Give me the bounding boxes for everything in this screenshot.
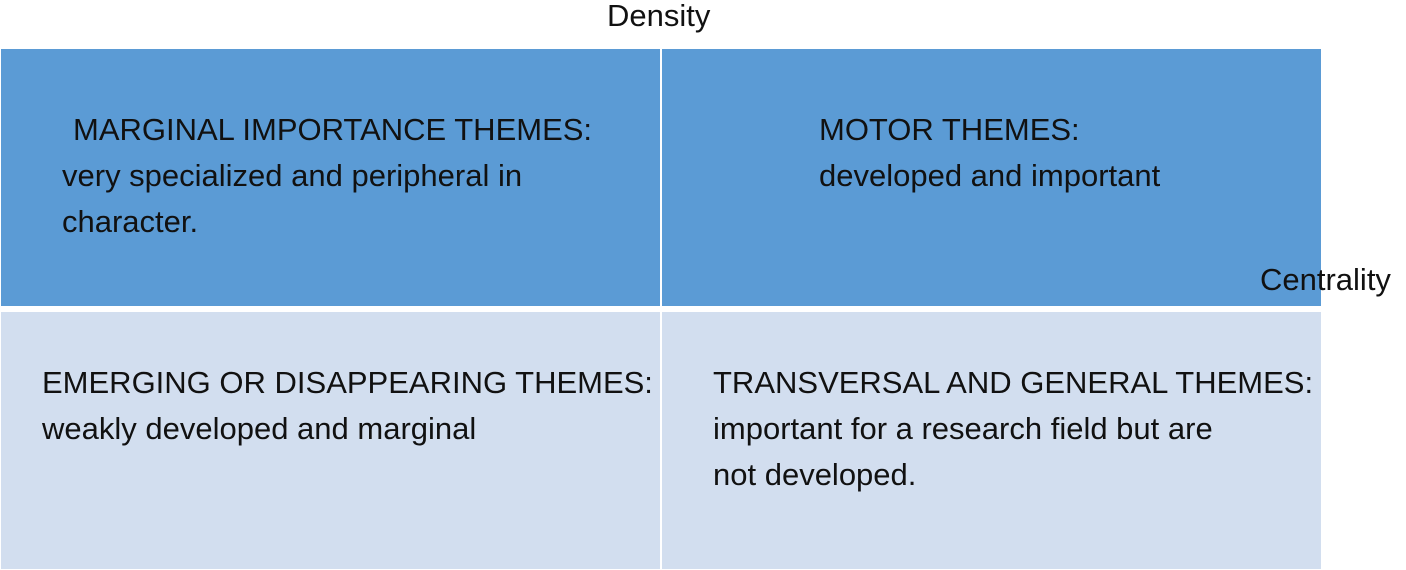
x-axis-label: Centrality xyxy=(1260,262,1391,297)
quadrant-marginal-importance: MARGINAL IMPORTANCE THEMES: very special… xyxy=(1,49,660,306)
quadrant-title: TRANSVERSAL AND GENERAL THEMES: xyxy=(713,365,1314,400)
y-axis-label: Density xyxy=(607,0,711,33)
quadrant-transversal-general: TRANSVERSAL AND GENERAL THEMES: importan… xyxy=(662,312,1321,569)
quadrant-emerging-disappearing: EMERGING OR DISAPPEARING THEMES: weakly … xyxy=(1,312,660,569)
quadrant-motor-themes: MOTOR THEMES: developed and important xyxy=(662,49,1321,306)
quadrant-description-line: important for a research field but are xyxy=(713,411,1213,446)
quadrant-description-line: weakly developed and marginal xyxy=(42,411,477,446)
quadrant-title: MARGINAL IMPORTANCE THEMES: xyxy=(73,112,593,147)
quadrant-title: EMERGING OR DISAPPEARING THEMES: xyxy=(42,365,653,400)
quadrant-description-line: developed and important xyxy=(819,158,1161,193)
quadrant-text: MOTOR THEMES: developed and important xyxy=(819,107,1160,199)
quadrant-text: TRANSVERSAL AND GENERAL THEMES: importan… xyxy=(713,360,1313,498)
quadrant-description-line: character. xyxy=(62,204,199,239)
quadrant-text: EMERGING OR DISAPPEARING THEMES: weakly … xyxy=(42,360,653,452)
quadrant-text: MARGINAL IMPORTANCE THEMES: very special… xyxy=(62,107,592,245)
quadrant-description-line: not developed. xyxy=(713,457,917,492)
quadrant-title: MOTOR THEMES: xyxy=(819,112,1080,147)
quadrant-description-line: very specialized and peripheral in xyxy=(62,158,523,193)
